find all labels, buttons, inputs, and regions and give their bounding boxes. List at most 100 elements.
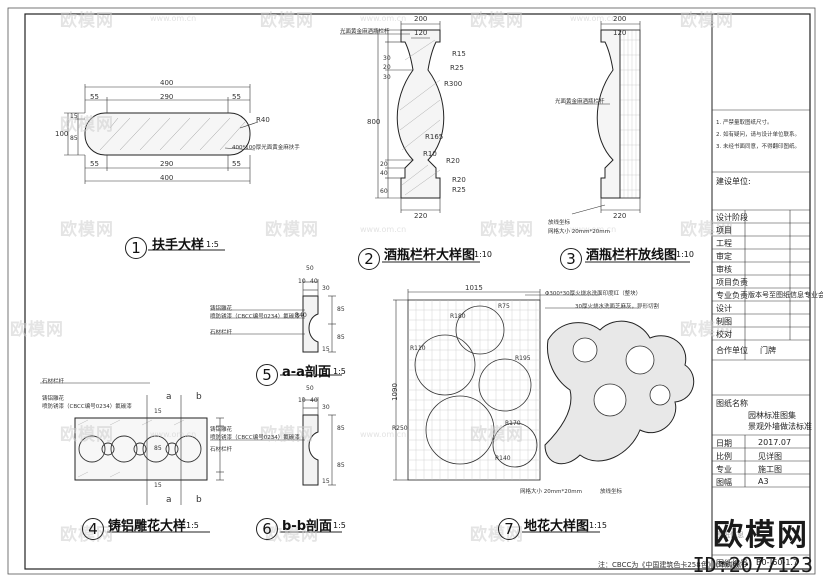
radius-label: R170 (505, 420, 521, 427)
dim-label: 55 (232, 93, 241, 101)
dim-label: 50 (306, 265, 314, 272)
general-note: 1. 严禁量取图纸尺寸。 (716, 120, 773, 126)
footer-note: 注：CBCC为《中国建筑色卡258色》（印刷版） (598, 561, 747, 569)
brand-id: ID:2077123 (692, 553, 813, 577)
dim-label: 290 (160, 93, 174, 101)
dim-label: 30 (383, 74, 391, 81)
meta-value: 2017.07 (758, 438, 792, 447)
radius-label: R10 (423, 150, 437, 158)
handrail-detail (64, 84, 259, 184)
watermark-logo: 欧模网 (680, 220, 734, 240)
dim-label: 120 (613, 29, 627, 37)
meta-label: 比例 (716, 452, 732, 461)
watermark-logo: 欧模网 (265, 525, 319, 545)
callout-note: 石材栏杆 (210, 447, 233, 453)
meta-label: 专业 (716, 465, 732, 474)
watermark-logo: 欧模网 (260, 11, 314, 31)
section-mark: a (166, 495, 172, 505)
grid-size-note: 网格大小 20mm*20mm (548, 229, 610, 235)
baluster-detail (340, 21, 445, 213)
detail-scale: 1:10 (474, 250, 492, 259)
title-block-row: 项目负责 (716, 278, 748, 287)
dim-label: 50 (306, 385, 314, 392)
dim-label: 40 (310, 397, 318, 404)
dim-label: 15 (70, 113, 78, 120)
dim-label: 85 (70, 135, 78, 142)
meta-value: 施工图 (758, 465, 782, 474)
client-label: 建设单位: (716, 177, 751, 186)
watermark-url: www.om.cn (150, 14, 197, 23)
drawing-title-line1: 园林标准图集 (748, 411, 796, 420)
meta-value: 见详图 (758, 452, 782, 461)
detail-scale: 1:5 (333, 367, 346, 376)
title-block-row: 项目 (716, 226, 732, 235)
callout-note: 喷防锈漆（CBCC编号0234）氟碳漆 (210, 435, 300, 441)
section-mark: a (166, 392, 172, 402)
dim-label: 200 (613, 15, 627, 23)
dim-label: 200 (414, 15, 428, 23)
dim-label: 30 (383, 55, 391, 62)
detail-title: 扶手大样 (152, 238, 205, 253)
watermark-url: www.om.cn (360, 14, 407, 23)
watermark-logo: 欧模网 (680, 11, 734, 31)
meta-value: B0-J60-1.7 (756, 558, 799, 567)
title-block-row: 合作单位 (716, 346, 748, 355)
meta-label: 图幅 (716, 478, 732, 487)
radius-label: R20 (452, 176, 466, 184)
callout-note: 喷防锈漆（CBCC编号0234）氟碳漆 (210, 314, 300, 320)
dim-label: 15 (154, 482, 162, 489)
material-note: 400*100厚光面黄金麻扶手 (232, 145, 300, 151)
watermark-logo: 欧模网 (680, 320, 734, 340)
floor-detail (393, 289, 695, 481)
material-note: 光面黄金麻酒瓶栏杆 (555, 99, 605, 105)
dim-label: 60 (380, 188, 388, 195)
watermark-logo: 欧模网 (10, 320, 64, 340)
general-note: 2. 如有疑问，请与设计单位联系。 (716, 132, 800, 138)
dim-label: 20 (380, 161, 388, 168)
watermark-logo: 欧模网 (260, 425, 314, 445)
dim-label: 85 (337, 334, 345, 341)
radius-label: R75 (498, 303, 510, 310)
brand-subtitle: 图纸信息 (716, 531, 744, 539)
detail-number-circle: 5 (256, 364, 278, 386)
detail-number-circle: 4 (82, 518, 104, 540)
detail-number-circle: 1 (125, 237, 147, 259)
general-note: 3. 未经书面同意，不得翻印图纸。 (716, 144, 800, 150)
dim-label: 1090 (390, 383, 399, 401)
detail-scale: 1:5 (186, 521, 199, 530)
dim-label: 10 (298, 397, 306, 404)
radius-label: R300 (444, 80, 463, 88)
dim-label: 30 (322, 404, 330, 411)
title-block-grid (712, 109, 810, 556)
title-block-row: 设计 (716, 304, 732, 313)
dim-label: 85 (337, 462, 345, 469)
radius-label: R40 (256, 116, 270, 124)
title-block-row: 审定 (716, 252, 732, 261)
detail-title: 酒瓶栏杆放线图 (586, 248, 678, 263)
detail-number-circle: 2 (358, 248, 380, 270)
title-block-row: 制图 (716, 317, 732, 326)
dim-label: 20 (383, 64, 391, 71)
dim-label: 400 (160, 79, 174, 87)
watermark-logo: 欧模网 (60, 11, 114, 31)
radius-label: R110 (410, 345, 426, 352)
watermark-logo: 欧模网 (480, 220, 534, 240)
grid-note: 放线坐标 (548, 220, 571, 226)
dim-label: 40 (380, 170, 388, 177)
detail-title: a-a剖面 (282, 365, 331, 380)
section-mark: b (196, 392, 202, 402)
material-note: 30厚火烧水洗面芝麻灰，异形切割 (575, 304, 659, 310)
watermark-logo: 欧模网 (265, 220, 319, 240)
section-b-detail (210, 397, 336, 486)
radius-label: R250 (392, 425, 408, 432)
watermark-url: www.om.cn (150, 430, 197, 439)
dim-label: 40 (310, 278, 318, 285)
grid-note: 放线坐标 (600, 489, 623, 495)
detail-title: 铸铝雕花大样 (108, 519, 187, 534)
dim-label: 55 (90, 93, 99, 101)
radius-label: R140 (495, 455, 511, 462)
detail-number-circle: 6 (256, 518, 278, 540)
watermark-logo: 欧模网 (60, 115, 114, 135)
